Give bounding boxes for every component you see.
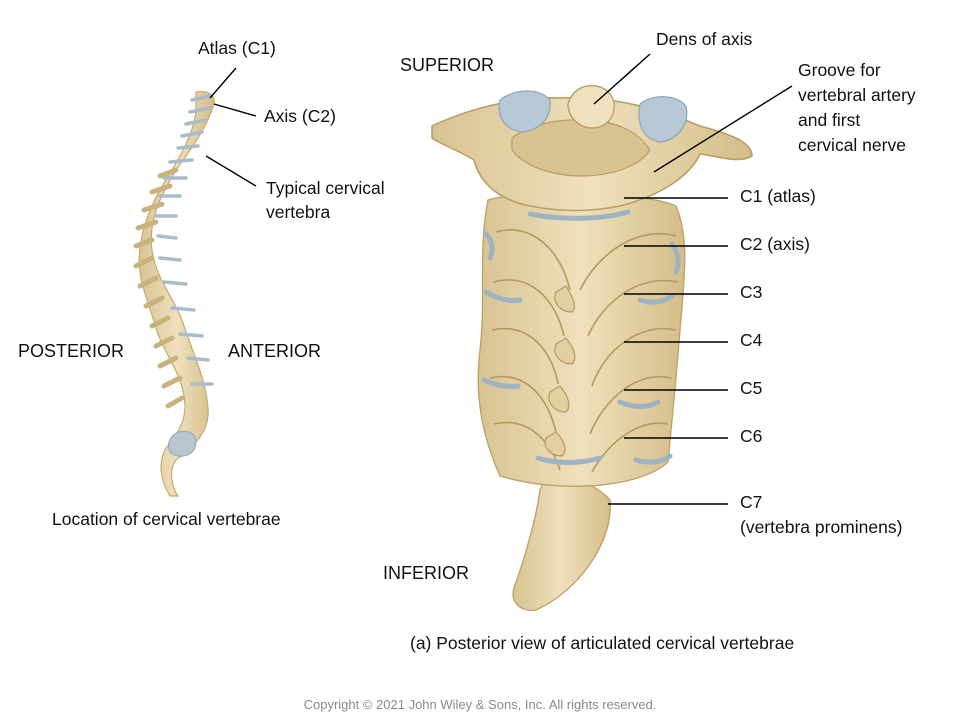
leader-typical (205, 155, 257, 187)
spinous-processes (544, 285, 576, 457)
leader-groove (653, 85, 793, 173)
caption-location: Location of cervical vertebrae (52, 509, 281, 529)
spine-illustration (133, 90, 215, 497)
caption-posterior-view: (a) Posterior view of articulated cervic… (410, 633, 795, 653)
articular-cartilage (481, 209, 681, 465)
sacrum (167, 430, 197, 457)
cervical-vertebrae-illustration (431, 84, 753, 611)
vertebral-foramen (511, 119, 651, 177)
label-groove-line2: vertebral artery (798, 85, 916, 105)
label-c6: C6 (740, 426, 763, 446)
leader-axis (213, 103, 257, 117)
label-typical-cervical-line2: vertebra (266, 202, 331, 222)
left-superior-facet (498, 90, 551, 133)
c7-spinous-process (512, 469, 611, 611)
label-typical-cervical-line1: Typical cervical (266, 178, 385, 198)
label-c1-atlas: C1 (atlas) (740, 186, 816, 206)
orientation-superior: SUPERIOR (400, 55, 495, 75)
vertebral-stack (477, 192, 686, 487)
right-leader-lines (593, 53, 793, 505)
label-c7: C7 (740, 492, 763, 512)
label-axis-c2: Axis (C2) (264, 106, 336, 126)
label-groove-line1: Groove for (798, 60, 881, 80)
orientation-anterior: ANTERIOR (228, 341, 322, 361)
label-vertebra-prominens: (vertebra prominens) (740, 517, 903, 537)
leader-dens (593, 53, 651, 105)
label-groove-line3: and first (798, 110, 861, 130)
leader-atlas (209, 67, 237, 99)
spine-processes (133, 167, 185, 409)
label-c3: C3 (740, 282, 763, 302)
label-c2-axis: C2 (axis) (740, 234, 811, 254)
label-c5: C5 (740, 378, 763, 398)
label-atlas-c1: Atlas (C1) (198, 38, 276, 58)
orientation-inferior: INFERIOR (383, 563, 470, 583)
label-dens-of-axis: Dens of axis (656, 29, 753, 49)
right-superior-facet (638, 96, 688, 143)
orientation-posterior: POSTERIOR (18, 341, 125, 361)
label-groove-line4: cervical nerve (798, 135, 906, 155)
left-leader-lines (205, 67, 257, 187)
spine-discs (154, 94, 214, 386)
label-c4: C4 (740, 330, 763, 350)
copyright-notice: Copyright © 2021 John Wiley & Sons, Inc.… (303, 697, 657, 712)
vertebra-arches (489, 229, 679, 473)
